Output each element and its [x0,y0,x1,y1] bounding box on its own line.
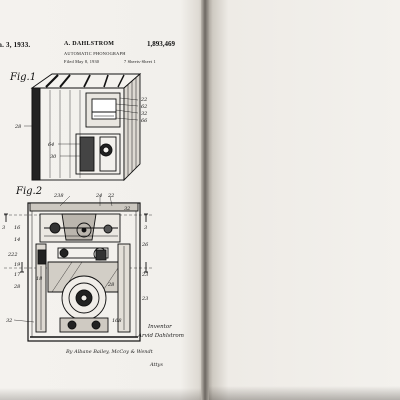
ref-62: 62 [141,104,147,110]
figure-2-mechanism [4,195,154,342]
ref-222: 222 [7,252,18,258]
patent-date: n. 3, 1933. [0,41,31,49]
book-gutter [201,0,209,400]
ref-19: 19 [14,262,21,268]
ref-32: 32 [141,111,147,117]
right-page [205,0,400,400]
ref-28-left: 28 [13,284,20,290]
inventor-caption: Inventor [147,324,172,330]
fig-2-label: Fig.2 [15,186,42,197]
attorney-caption: Attys [149,362,163,368]
left-page: n. 3, 1933. A. DAHLSTROM 1,893,469 AUTOM… [0,0,205,400]
ref-3-right: 3 [144,225,147,231]
ref-22: 22 [140,97,147,103]
ref-18: 18 [36,276,42,282]
ref-30: 30 [50,154,57,160]
ref-32-lower: 32 [6,318,12,324]
ref-32b: 32 [124,206,130,212]
ref-28-disc: 28 [107,282,114,288]
figure-1-cabinet [24,73,142,182]
invention-title: AUTOMATIC PHONOGRAPH [64,51,126,56]
ref-14: 14 [14,237,20,243]
ref-168: 168 [112,318,122,324]
filing-date: Filed May 8, 1930 [64,59,100,64]
right-page-bottom-shadow [205,386,400,400]
fig-1-label: Fig.1 [9,72,36,83]
ref-64: 64 [48,142,54,148]
left-page-bottom-shadow [0,388,205,400]
inventor-name-header: A. DAHLSTROM [64,41,115,47]
ref-24: 24 [95,193,102,199]
patent-number: 1,893,469 [147,40,175,48]
ref-3-left: 3 [2,225,5,231]
ref-17: 17 [14,272,21,278]
ref-22b: 22 [107,193,114,199]
ref-23-right: 23 [141,272,148,278]
ref-26: 26 [141,242,149,248]
ref-23-lower: 23 [141,296,148,302]
sheet-count: 7 Sheets-Sheet 1 [124,59,156,64]
patent-drawing: Fig.1 22 62 32 66 28 64 30 [2,72,184,368]
attorney-signature: By Albane Bailey, McCoy & Wendt [65,349,154,355]
ref-16: 16 [14,225,21,231]
ref-28: 28 [14,124,21,130]
ref-238: 238 [53,193,64,199]
ref-66: 66 [141,118,148,124]
inventor-signature: Arvid Dahlstrom [137,333,184,339]
